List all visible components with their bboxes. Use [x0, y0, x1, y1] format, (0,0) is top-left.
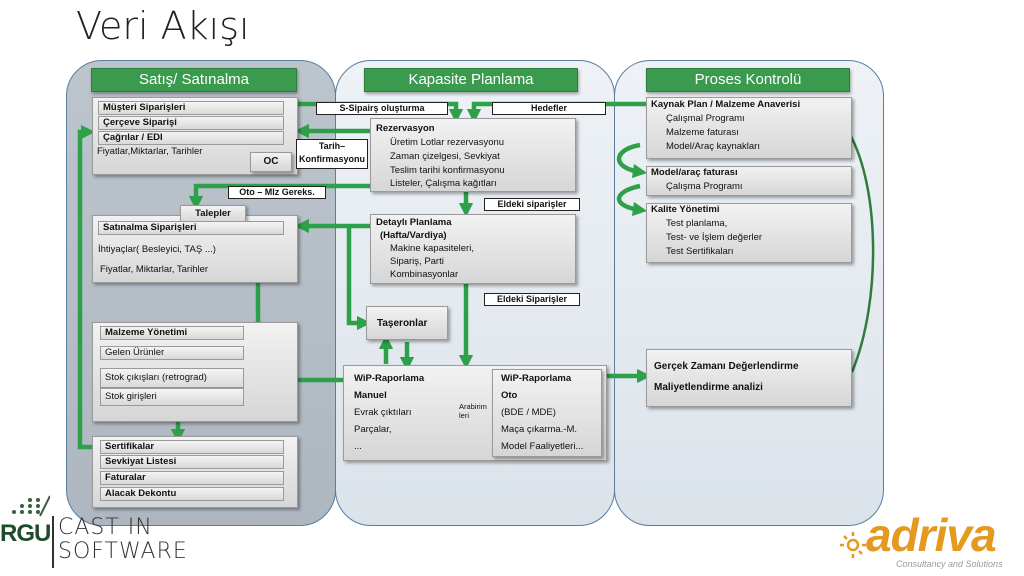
orders-item: Çağrılar / EDI [98, 131, 284, 145]
interface-line: leri [459, 411, 470, 420]
material-item: Stok çıkışları (retrograd) [100, 368, 244, 388]
purchase-title: Satınalma Siparişleri [98, 221, 284, 235]
rgu-text-line: CAST IN [58, 515, 153, 540]
flow-label-auto-mlz: Oto – Mlz Gereks. [228, 186, 326, 199]
wip-manual-item: ... [354, 441, 362, 452]
date-conf-line: Tarih– [318, 141, 346, 151]
arrow-feedback [843, 124, 875, 373]
adriva-name: adriva [866, 509, 997, 561]
adriva-tagline: Consultancy and Solutions [896, 559, 1003, 569]
arrow-model-kalite [617, 183, 648, 217]
document-item: Sevkiyat Listesi [100, 455, 284, 469]
material-title: Malzeme Yönetimi [100, 326, 244, 340]
detailed-plan-item: Makine kapasiteleri, [390, 243, 474, 254]
detailed-plan-title: Detaylı Planlama [376, 217, 452, 228]
page-title: Veri Akışı [76, 4, 250, 48]
flow-label-date-conf: Tarih– Konfirmasyonu [296, 139, 368, 169]
resource-plan-item: Model/Araç kaynakları [666, 141, 760, 152]
wip-auto-item: Model Faaliyetleri... [501, 441, 584, 452]
detailed-plan-item: Sipariş, Parti [390, 256, 444, 267]
purchase-line: İhtiyaçlar( Besleyici, TAŞ ...) [98, 244, 216, 255]
purchase-line: Fiyatlar, Miktarlar, Tarihler [100, 264, 209, 275]
document-item: Sertifikalar [100, 440, 284, 454]
reservation-item: Üretim Lotlar rezervasyonu [390, 137, 505, 148]
reservation-item: Zaman çizelgesi, Sevkiyat [390, 151, 500, 162]
quality-box [646, 203, 852, 263]
document-item: Alacak Dekontu [100, 487, 284, 501]
detailed-plan-item: Kombinasyonlar [390, 269, 459, 280]
wip-manual-sub: Manuel [354, 390, 387, 401]
wip-auto-box [492, 369, 602, 457]
quality-item: Test Sertifikaları [666, 246, 734, 257]
arrow-kaynak-model [617, 142, 648, 179]
wip-auto-title: WiP-Raporlama [501, 373, 572, 384]
flow-label-s-order: S-Sipairş oluşturma [316, 102, 448, 115]
wip-manual-title: WiP-Raporlama [354, 373, 425, 384]
resource-plan-item: Malzeme faturası [666, 127, 739, 138]
document-item: Faturalar [100, 471, 284, 485]
flow-label-in-orders: Eldeki Siparişler [484, 293, 580, 306]
quality-title: Kalite Yönetimi [651, 204, 720, 215]
flow-label-in-orders: Eldeki siparişler [484, 198, 580, 211]
adriva-logo: adriva Consultancy and Solutions [836, 509, 1024, 574]
arrow-to-subcontractor [346, 226, 372, 331]
flow-label-targets: Hedefler [492, 102, 606, 115]
interface-line: Arabirim [459, 402, 487, 411]
orders-note: Fiyatlar,Miktarlar, Tarihler [97, 146, 203, 157]
orders-item: Müşteri Siparişleri [98, 101, 284, 115]
column-header-sales: Satış/ Satınalma [91, 68, 297, 92]
reservation-item: Listeler, Çalışma kağıtları [390, 178, 497, 189]
rgu-mark: RGU [0, 520, 51, 547]
subcontractor-box: Taşeronlar [366, 306, 448, 340]
wip-manual-item: Evrak çıktıları [354, 407, 412, 418]
dots-icon [12, 495, 50, 517]
reservation-title: Rezervasyon [376, 123, 435, 134]
resource-plan-item: Çalışmal Programı [666, 113, 745, 124]
arrow-left-loop [77, 124, 96, 450]
quality-item: Test planlama, [666, 218, 728, 229]
material-item: Stok girişleri [100, 388, 244, 406]
rgu-logo: RGU CAST IN SOFTWARE [0, 494, 190, 574]
interface-label: Arabirim leri [459, 402, 487, 420]
wip-auto-sub: Oto [501, 390, 518, 401]
date-conf-line: Konfirmasyonu [298, 154, 365, 164]
rgu-text-line: SOFTWARE [58, 539, 188, 564]
reservation-box [370, 118, 576, 192]
model-title: Model/araç faturası [651, 167, 738, 178]
detailed-plan-subtitle: (Hafta/Vardiya) [380, 230, 447, 241]
rgu-text: CAST IN SOFTWARE [58, 516, 188, 564]
wip-manual-item: Parçalar, [354, 424, 392, 435]
quality-item: Test- ve İşlem değerler [666, 232, 763, 243]
oc-box: OC [250, 152, 292, 172]
reservation-item: Teslim tarihi konfirmasyonu [390, 165, 505, 176]
wip-auto-item: (BDE / MDE) [501, 407, 556, 418]
realtime-line: Gerçek Zamanı Değerlendirme [654, 361, 799, 372]
logo-divider [52, 516, 54, 568]
detailed-plan-box [370, 214, 576, 284]
column-header-capacity: Kapasite Planlama [364, 68, 578, 92]
model-item: Çalışma Programı [666, 181, 743, 192]
resource-plan-box [646, 97, 852, 159]
resource-plan-title: Kaynak Plan / Malzeme Anaverisi [651, 99, 801, 110]
wip-auto-item: Maça çıkarma.-M. [501, 424, 578, 435]
realtime-box [646, 349, 852, 407]
column-header-process: Proses Kontrolü [646, 68, 850, 92]
realtime-line: Maliyetlendirme analizi [654, 382, 763, 393]
sun-icon [840, 532, 866, 558]
model-box [646, 166, 852, 196]
material-item: Gelen Ürünler [100, 346, 244, 360]
orders-item: Çerçeve Siparişi [98, 116, 284, 130]
